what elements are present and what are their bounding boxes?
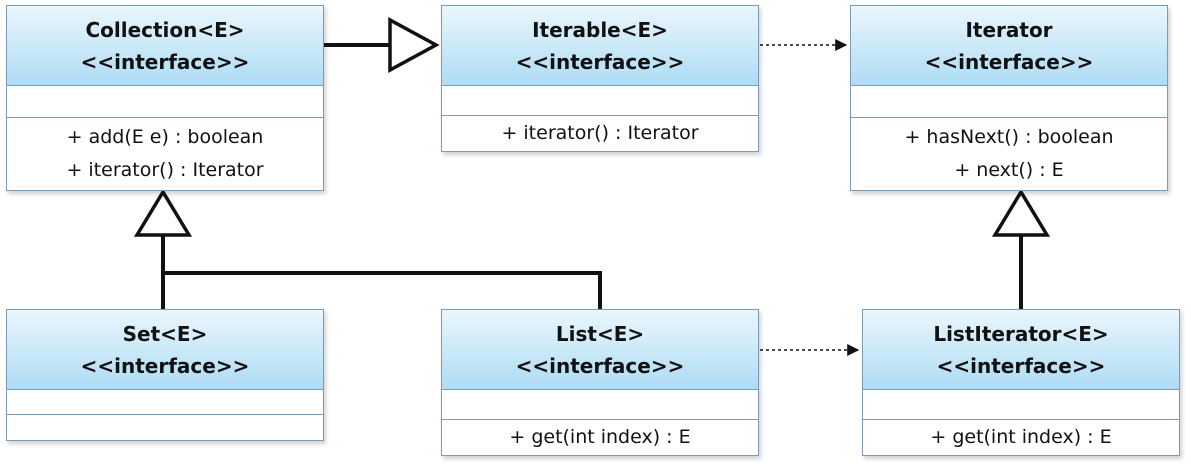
iterable-stereotype: <<interface>>: [515, 49, 685, 74]
set-name: Set<E>: [122, 321, 208, 346]
list-stereotype: <<interface>>: [515, 353, 685, 378]
list-header: List<E> <<interface>>: [442, 310, 758, 390]
collection-method-add: + add(E e) : boolean: [66, 126, 264, 148]
listiterator-method-get: + get(int index) : E: [930, 426, 1112, 448]
set-interface-box: Set<E> <<interface>>: [6, 309, 324, 441]
iterable-header: Iterable<E> <<interface>>: [442, 6, 758, 86]
set-header: Set<E> <<interface>>: [7, 310, 323, 390]
iterable-name: Iterable<E>: [532, 17, 668, 42]
collection-interface-box: Collection<E> <<interface>> + add(E e) :…: [6, 5, 324, 191]
listiterator-header: ListIterator<E> <<interface>>: [863, 310, 1179, 390]
collection-name: Collection<E>: [85, 17, 245, 42]
iterator-methods: + hasNext() : boolean + next() : E: [851, 118, 1167, 190]
list-interface-box: List<E> <<interface>> + get(int index) :…: [441, 309, 759, 456]
listiterator-stereotype: <<interface>>: [936, 353, 1106, 378]
iterable-method-iterator: + iterator() : Iterator: [501, 122, 699, 144]
iterator-stereotype: <<interface>>: [924, 49, 1094, 74]
list-method-get: + get(int index) : E: [509, 426, 691, 448]
listiterator-attributes: [863, 390, 1179, 420]
listiterator-methods: + get(int index) : E: [863, 420, 1179, 455]
collection-stereotype: <<interface>>: [80, 49, 250, 74]
list-attributes: [442, 390, 758, 420]
collection-methods: + add(E e) : boolean + iterator() : Iter…: [7, 118, 323, 190]
set-stereotype: <<interface>>: [80, 353, 250, 378]
set-attributes: [7, 390, 323, 415]
iterator-name: Iterator: [965, 17, 1053, 42]
iterator-method-hasnext: + hasNext() : boolean: [904, 126, 1114, 148]
collection-attributes: [7, 86, 323, 118]
list-methods: + get(int index) : E: [442, 420, 758, 455]
collection-method-iterator: + iterator() : Iterator: [66, 159, 264, 181]
iterable-attributes: [442, 86, 758, 116]
generalization-iterator-triangle: [991, 188, 1051, 237]
iterable-interface-box: Iterable<E> <<interface>> + iterator() :…: [441, 5, 759, 152]
iterator-interface-box: Iterator <<interface>> + hasNext() : boo…: [850, 5, 1168, 191]
generalization-collection-iterable-triangle: [388, 17, 440, 73]
iterator-method-next: + next() : E: [954, 159, 1064, 181]
generalization-collection-triangle: [133, 188, 193, 237]
set-methods: [7, 415, 323, 440]
iterator-attributes: [851, 86, 1167, 118]
iterable-methods: + iterator() : Iterator: [442, 116, 758, 151]
listiterator-name: ListIterator<E>: [933, 321, 1109, 346]
listiterator-interface-box: ListIterator<E> <<interface>> + get(int …: [862, 309, 1180, 456]
list-name: List<E>: [555, 321, 645, 346]
collection-header: Collection<E> <<interface>>: [7, 6, 323, 86]
iterator-header: Iterator <<interface>>: [851, 6, 1167, 86]
